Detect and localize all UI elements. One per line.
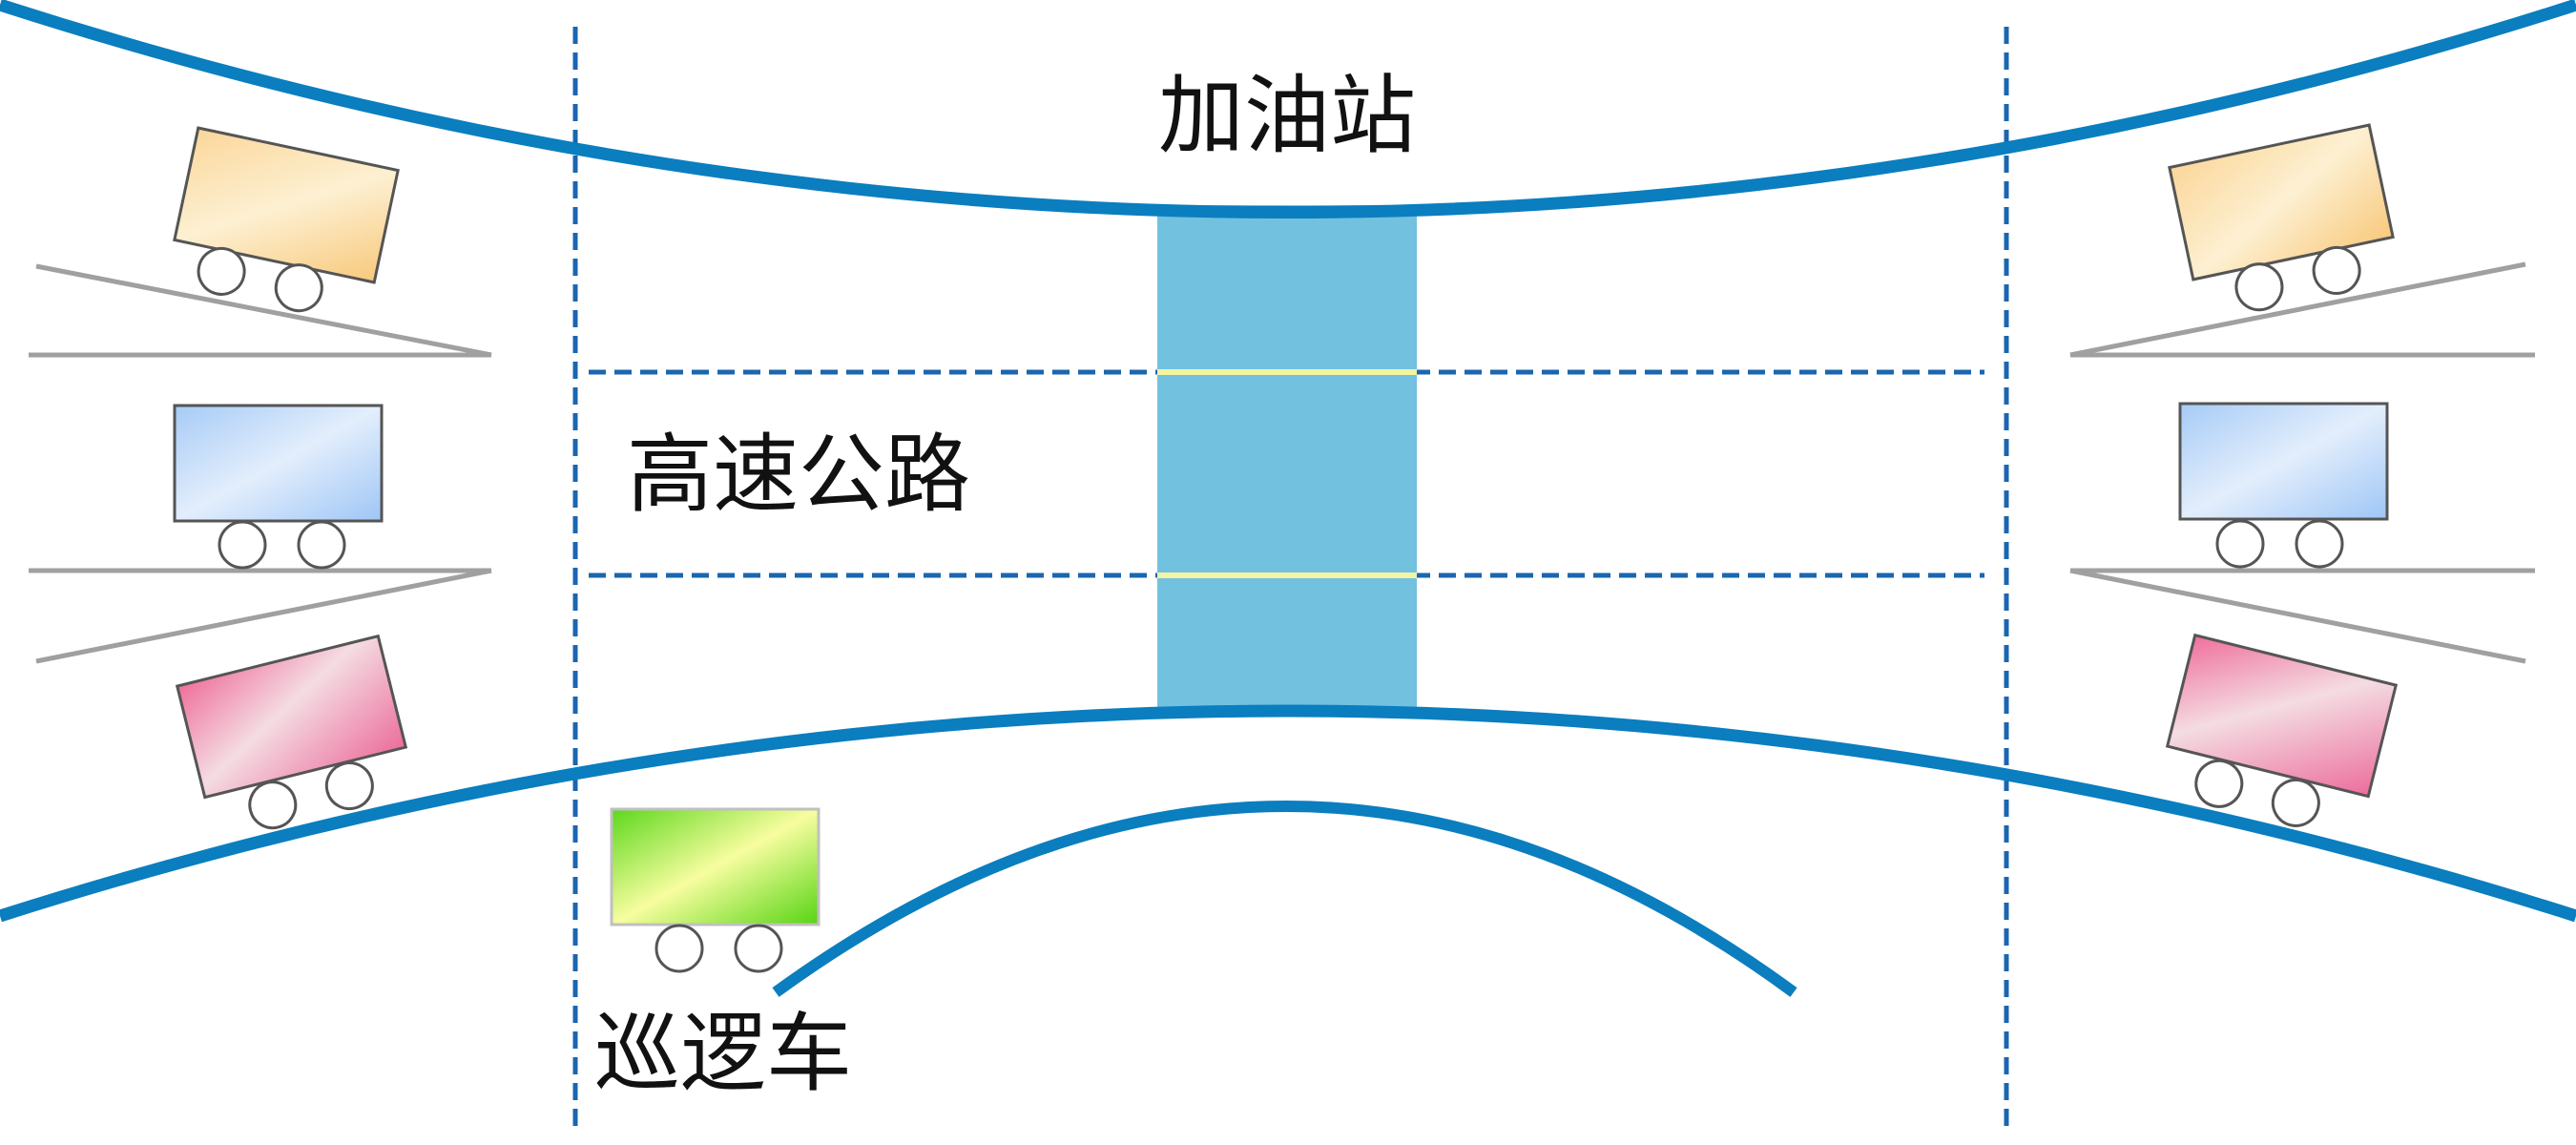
gas-station-label: 加油站 (1158, 66, 1416, 166)
truck-body (175, 634, 408, 800)
road-edge-top (0, 0, 2576, 219)
gas-station-zone (1157, 205, 1417, 717)
truck-right-bottom (2165, 633, 2399, 827)
truck-left-bottom (175, 634, 408, 830)
patrol-car-body (610, 807, 821, 926)
patrol-car-label: 巡逻车 (594, 1004, 852, 1104)
wheel (218, 520, 267, 570)
road-edge-bottom (0, 704, 2576, 923)
wheel (2312, 245, 2361, 295)
truck-body (2168, 123, 2395, 281)
truck-left-middle (173, 404, 384, 570)
wheel (2194, 759, 2244, 808)
wheel (297, 520, 346, 570)
wheel (2295, 519, 2344, 569)
patrol-loop-arc (772, 801, 1797, 997)
wheel (324, 761, 374, 811)
truck-right-middle (2178, 402, 2389, 569)
wheel (2271, 778, 2320, 827)
patrol-car (610, 807, 821, 973)
wheel (734, 924, 783, 973)
truck-body (2165, 633, 2399, 799)
truck-left-top (173, 126, 400, 313)
truck-body (2178, 402, 2389, 521)
wheel (197, 246, 246, 296)
ramps-right (2069, 261, 2535, 664)
ramps-left (29, 263, 492, 664)
wheel (248, 781, 298, 830)
truck-body (173, 404, 384, 523)
wheel (274, 263, 323, 313)
wheel (2234, 262, 2284, 312)
truck-body (173, 126, 400, 284)
wheel (654, 924, 704, 973)
highway-label: 高速公路 (627, 425, 970, 525)
wheel (2215, 519, 2265, 569)
truck-right-top (2168, 123, 2395, 312)
